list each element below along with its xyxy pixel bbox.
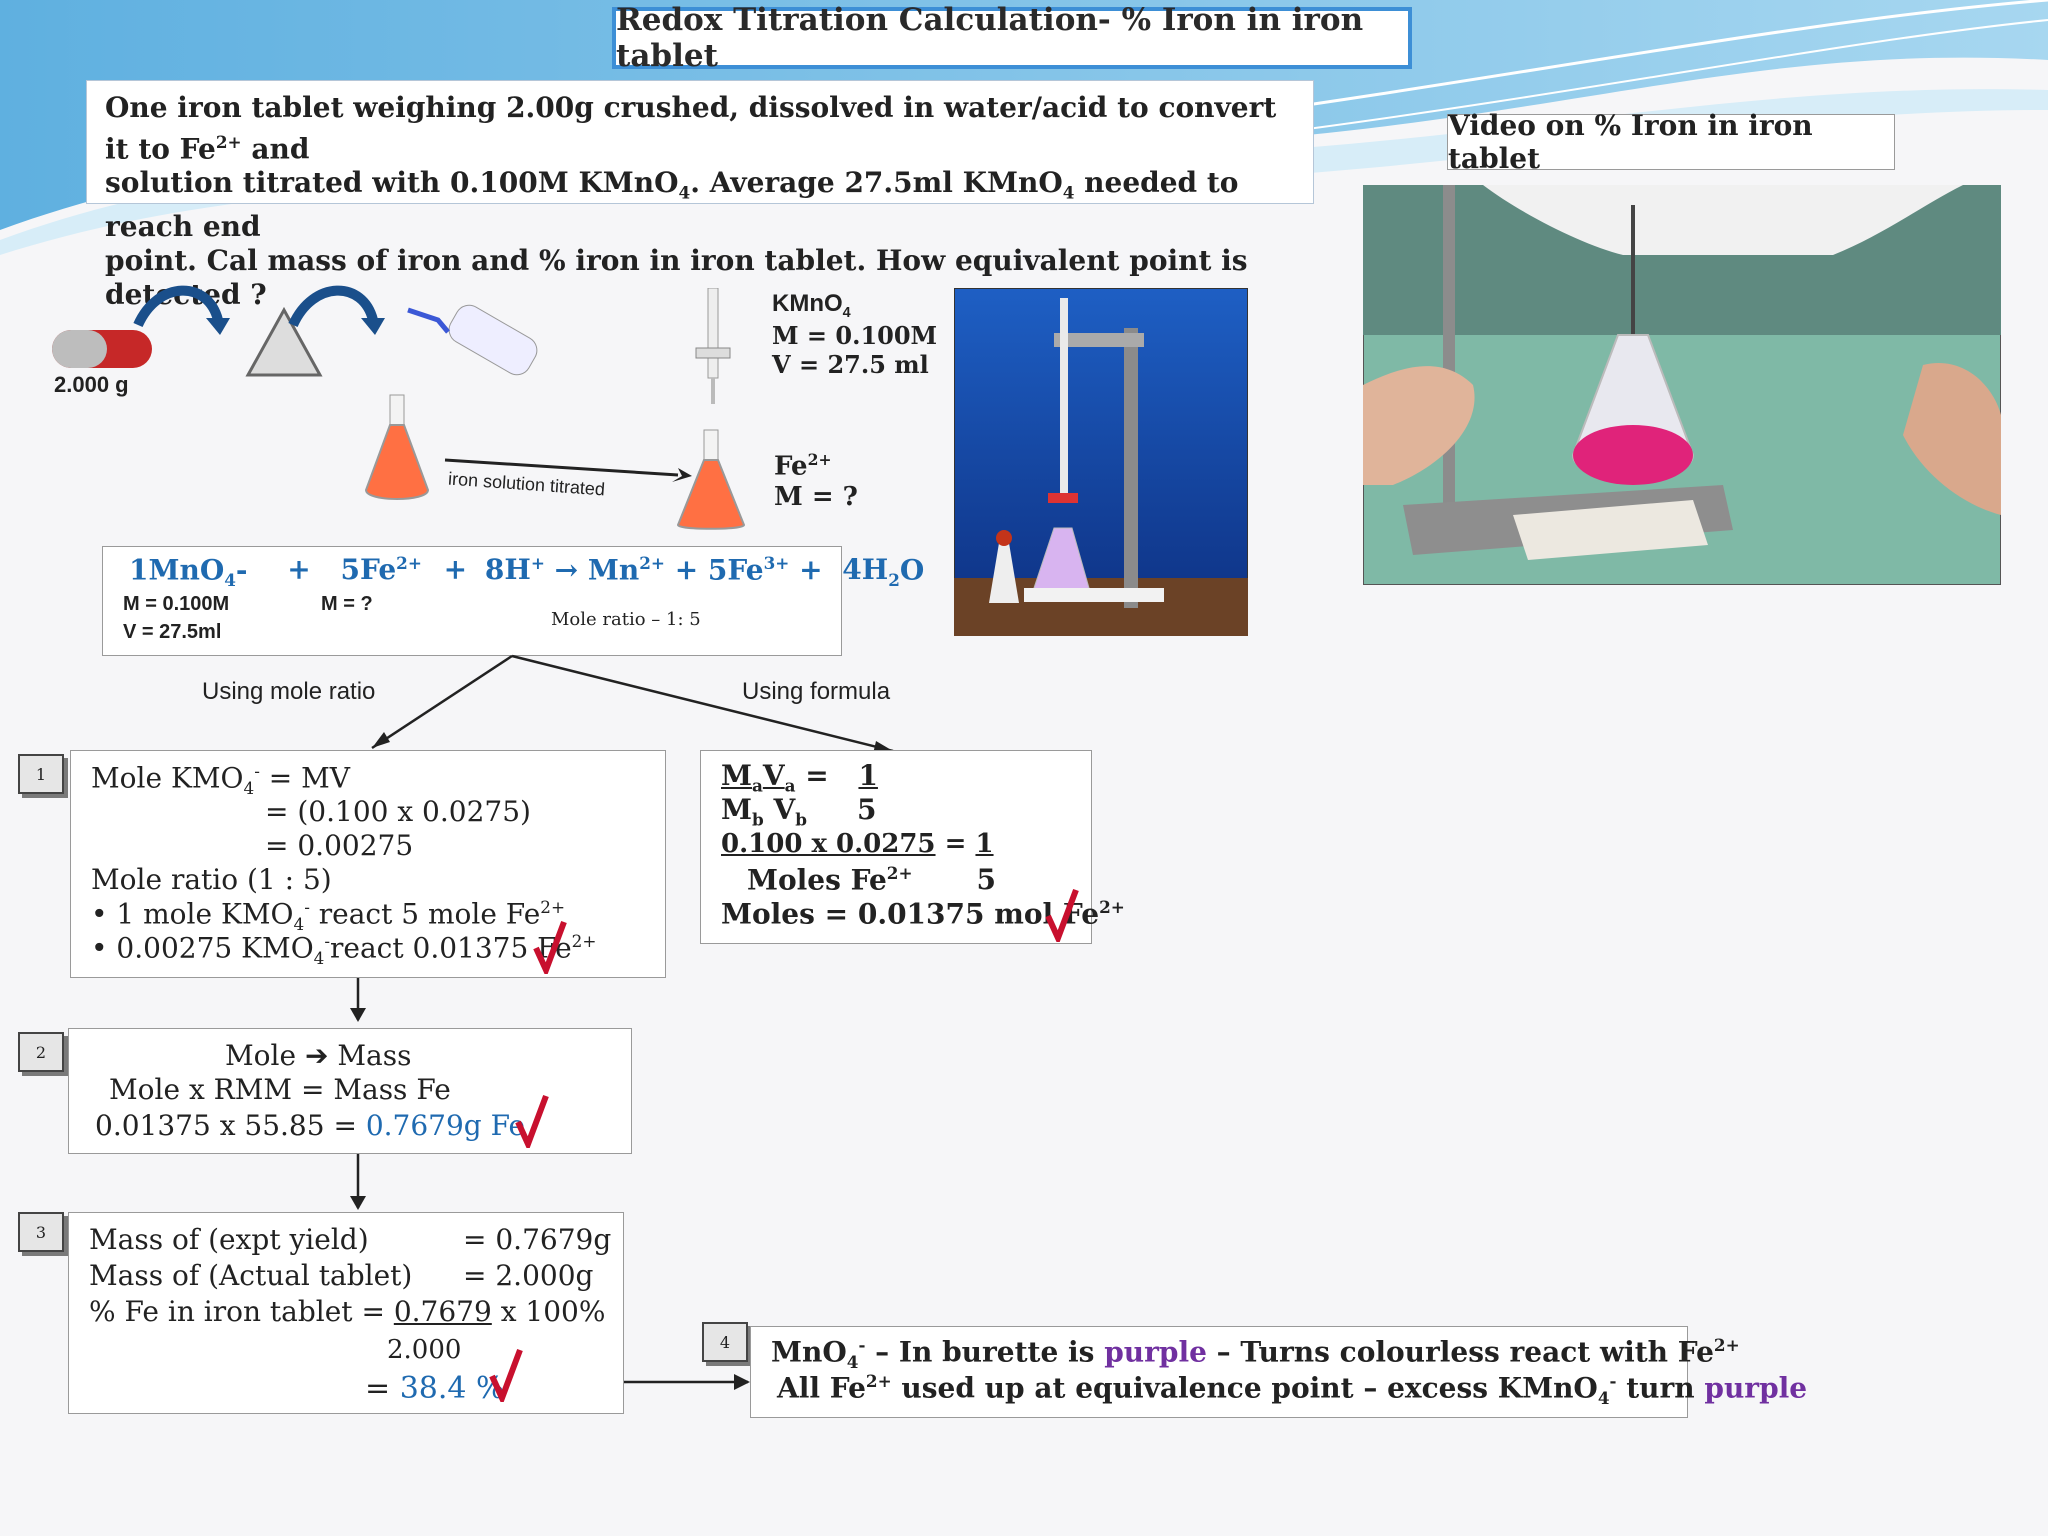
formula-line3: 0.100 x 0.0275 = 1	[721, 829, 994, 859]
wash-bottle-icon	[407, 304, 538, 376]
step3-line1-value: = 0.7679g	[463, 1223, 612, 1256]
step-1-badge: 1	[18, 754, 64, 794]
step-2-box: Mole ➔ Mass Mole x RMM = Mass Fe 0.01375…	[68, 1028, 632, 1154]
step3-line3: % Fe in iron tablet = 0.7679 x 100%	[89, 1295, 606, 1328]
tablet-mass: 2.000 g	[54, 372, 129, 397]
equation-box: 1MnO4- + 5Fe2+ + 8H+ → Mn2+ + 5Fe3+ + 4H…	[102, 546, 924, 656]
step1-line4: Mole ratio (1 : 5)	[91, 863, 332, 896]
step1-line2: = (0.100 x 0.0275)	[265, 795, 531, 828]
formula-line4: Moles Fe2+5	[747, 863, 997, 897]
step1-line3: = 0.00275	[265, 829, 414, 862]
question-box: One iron tablet weighing 2.00g crushed, …	[86, 80, 1314, 311]
step-4-box: MnO4- – In burette is purple – Turns col…	[750, 1326, 1807, 1418]
step2-title: Mole ➔ Mass	[225, 1039, 412, 1072]
step3-line2-label: Mass of (Actual tablet)	[89, 1259, 413, 1292]
video-frame[interactable]	[1363, 185, 2001, 585]
step-4-badge: 4	[702, 1322, 748, 1362]
step1-line5: • 1 mole KMO4- react 5 mole Fe2+	[91, 897, 566, 934]
curved-arrow-icon	[288, 285, 378, 328]
step3-line4: 2.000	[387, 1335, 462, 1365]
mole-ratio-label: Mole ratio – 1: 5	[551, 609, 701, 630]
titration-diagram	[364, 394, 746, 530]
step-3-badge: 3	[18, 1212, 64, 1252]
powder-icon	[245, 306, 323, 377]
question-line-3: point. Cal mass of iron and % iron in ir…	[105, 243, 1248, 311]
curved-arrow-icon	[133, 285, 223, 328]
branch-right-label: Using formula	[742, 678, 891, 705]
step4-line2: All Fe2+ used up at equivalence point – …	[777, 1371, 1808, 1408]
check-mark-icon	[515, 1094, 549, 1148]
step3-line2-value: = 2.000g	[463, 1259, 594, 1292]
flask-icon	[364, 394, 430, 500]
check-mark-icon	[1045, 888, 1079, 942]
question-line-1: One iron tablet weighing 2.00g crushed, …	[105, 91, 1277, 166]
step3-line1-label: Mass of (expt yield)	[89, 1223, 369, 1256]
page-title: Redox Titration Calculation- % Iron in i…	[612, 2, 1412, 74]
flask-icon	[676, 429, 746, 530]
branch-left-label: Using mole ratio	[202, 678, 376, 705]
formula-result: Moles = 0.01375 mol Fe2+	[721, 897, 1125, 931]
tablet-icon	[52, 330, 152, 368]
step1-line6: • 0.00275 KMO4-react 0.01375 Fe2+	[91, 931, 597, 968]
check-mark-icon	[533, 920, 567, 974]
fe-info: Fe2+ M = ?	[774, 450, 858, 512]
step1-line1: Mole KMO4- = MV	[91, 761, 351, 798]
step-3-box: Mass of (expt yield) = 0.7679g Mass of (…	[68, 1212, 624, 1414]
eq-m-fe: M = ?	[321, 593, 373, 615]
eq-m-kmno4: M = 0.100M	[123, 593, 230, 615]
titration-stand-image	[954, 288, 1248, 636]
step2-line3: 0.01375 x 55.85 = 0.7679g Fe	[95, 1109, 526, 1142]
prep-diagram	[52, 285, 538, 377]
kmno4-info: KMnO4 M = 0.100M V = 27.5 ml	[772, 290, 938, 379]
step-2-badge: 2	[18, 1032, 64, 1072]
eq-v-kmno4: V = 27.5ml	[123, 621, 222, 643]
video-label: Video on % Iron in iron tablet	[1447, 109, 1895, 175]
step4-line1: MnO4- – In burette is purple – Turns col…	[771, 1335, 1740, 1372]
check-mark-icon	[489, 1348, 523, 1402]
step-1-box: Mole KMO4- = MV = (0.100 x 0.0275) = 0.0…	[70, 750, 666, 978]
formula-line1: MaVa = 1	[721, 759, 878, 796]
question-line-2: solution titrated with 0.100M KMnO4. Ave…	[105, 166, 1239, 243]
step2-line2: Mole x RMM = Mass Fe	[109, 1073, 451, 1106]
equation: 1MnO4- + 5Fe2+ + 8H+ → Mn2+ + 5Fe3+ + 4H…	[129, 553, 925, 590]
burette-icon	[695, 288, 731, 404]
step3-result: = 38.4 %	[365, 1371, 505, 1406]
